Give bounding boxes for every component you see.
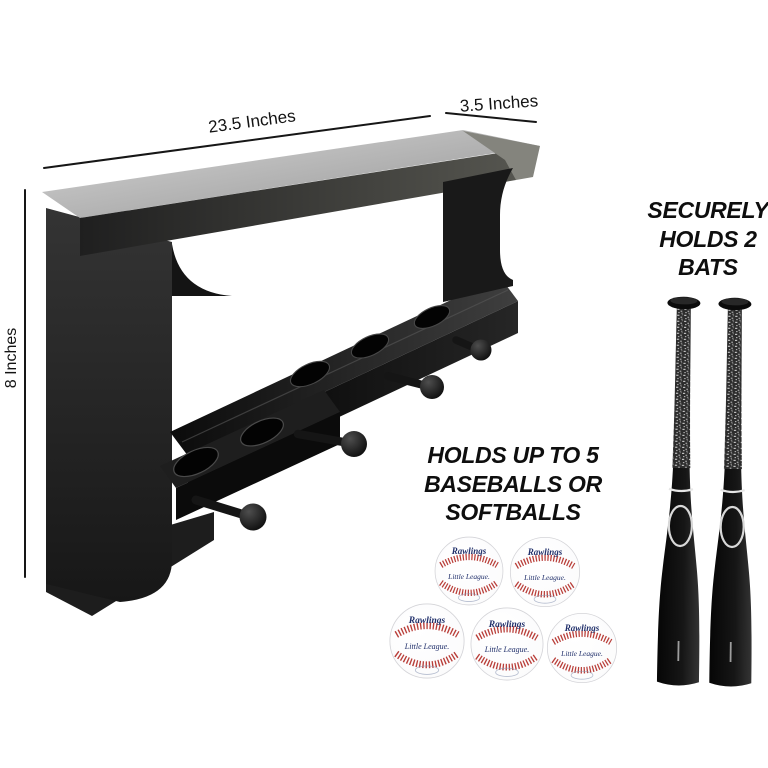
baseball: Rawlings Little League. (390, 604, 464, 678)
ball-hole (289, 360, 331, 388)
balls-note-line: SOFTBALLS (445, 499, 581, 525)
baseball-league-text: Little League. (560, 649, 603, 658)
bats-note-line: SECURELY (647, 197, 768, 223)
ball-hole (413, 305, 451, 329)
ball-holes-front (173, 417, 284, 478)
dimension-line-width (43, 115, 431, 169)
baseball: Rawlings Little League. (435, 537, 503, 605)
ball-rail-sheen (181, 289, 509, 443)
baseball: Rawlings Little League. (547, 613, 616, 682)
balls-note: HOLDS UP TO 5 BASEBALLS OR SOFTBALLS (403, 441, 623, 527)
bats-note: SECURELY HOLDS 2 BATS (628, 196, 768, 282)
balls-note-line: HOLDS UP TO 5 (427, 442, 599, 468)
dimension-lines (24, 112, 537, 578)
baseball-league-text: Little League. (447, 572, 490, 581)
baseball-brand-text: Rawlings (527, 547, 563, 557)
rack-top-front-face (80, 149, 524, 256)
rack-top-end-face (463, 131, 540, 180)
baseballs: Rawlings Little League. Rawlings Little … (390, 537, 617, 683)
rack-top-surface (42, 130, 540, 218)
balls-note-line: BASEBALLS OR (424, 470, 602, 497)
baseball-brand-text: Rawlings (488, 620, 526, 630)
baseball: Rawlings Little League. (510, 537, 579, 606)
bats-note-line: BATS (678, 254, 738, 280)
ball-holes-rear (289, 305, 451, 388)
bat-peg (384, 372, 444, 399)
ball-hole (240, 417, 284, 447)
ball-rail-step-front (176, 412, 340, 520)
ball-hole (350, 333, 390, 359)
bat-peg (191, 495, 267, 531)
baseball-brand-text: Rawlings (564, 623, 600, 633)
baseball-brand-text: Rawlings (451, 546, 487, 556)
baseball-brand-text: Rawlings (408, 616, 446, 626)
bat-peg (452, 336, 492, 361)
dimension-label-height: 8 Inches (3, 327, 20, 389)
baseball-league-text: Little League. (404, 642, 449, 651)
baseball-bats (655, 295, 758, 688)
rack-left-fillet (172, 244, 232, 296)
bat-pegs (191, 336, 492, 531)
rack-right-bracket (443, 168, 513, 302)
ball-hole (173, 446, 219, 478)
bat-and-ball-rack (42, 130, 540, 616)
baseball: Rawlings Little League. (471, 608, 543, 680)
baseball-bat (655, 295, 707, 687)
baseball-league-text: Little League. (484, 645, 529, 654)
dimension-line-depth (445, 112, 537, 123)
bats-note-line: HOLDS 2 (659, 225, 757, 252)
bat-peg (293, 429, 367, 457)
baseball-league-text: Little League. (523, 573, 566, 582)
rack-left-panel (46, 208, 172, 602)
baseball-bat (708, 296, 758, 688)
